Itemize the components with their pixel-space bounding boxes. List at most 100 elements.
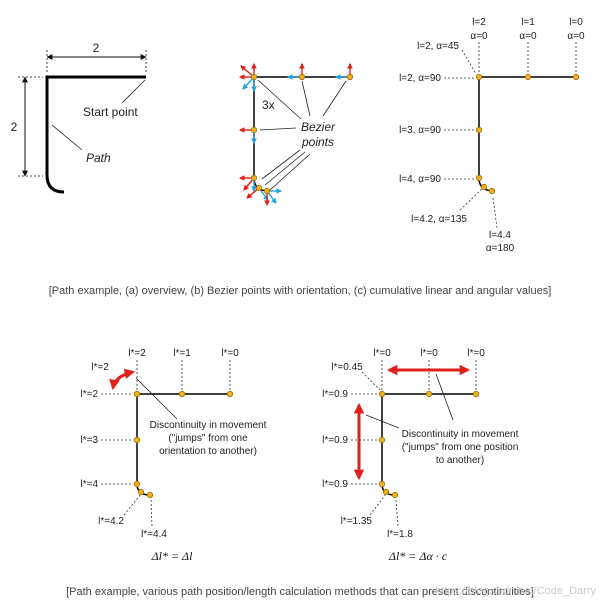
lin-bottom-1: l*=4.2 (98, 516, 124, 527)
multiplier-label: 3x (262, 98, 275, 112)
ang-note-1: Discontinuity in movement (402, 429, 519, 440)
bezier-point-1 (346, 73, 354, 81)
linear-point-3 (133, 390, 141, 398)
cum-row-5: l=4.2, α=135 (411, 214, 467, 225)
cum-row-2: l=2, α=90 (399, 73, 441, 84)
cumulative-point-1 (572, 73, 580, 81)
lin-note-2: ("jumps" from one (168, 433, 248, 444)
linear-note-leader (135, 377, 178, 420)
angular-point-2 (425, 390, 433, 398)
cumulative-point-4 (475, 126, 483, 134)
ang-note-3: to another) (436, 455, 484, 466)
angular-point-3 (378, 390, 386, 398)
lin-top-1: l*=2 (128, 348, 146, 359)
bezier-point-7 (263, 187, 271, 195)
bezier-label-line2: points (301, 135, 334, 149)
linear-point-1 (226, 390, 234, 398)
linear-path (136, 393, 230, 496)
angular-leaders (351, 360, 477, 527)
bezier-point-2 (298, 73, 306, 81)
lin-bottom-2: l*=4.4 (141, 529, 167, 540)
angular-point-6 (382, 488, 390, 496)
cum-row-1: l=2, α=45 (417, 41, 459, 52)
ang-formula: Δl* = Δα · c (388, 549, 448, 563)
angular-point-5 (378, 480, 386, 488)
angular-point-1 (472, 390, 480, 398)
ang-top-3: l*=0 (467, 348, 485, 359)
ang-bottom-1: l*=1.35 (341, 516, 373, 527)
path-leader (51, 124, 83, 151)
ang-top-2: l*=0 (420, 348, 438, 359)
bezier-point-4 (250, 126, 258, 134)
cumulative-point-5 (475, 174, 483, 182)
cumulative-point-3 (475, 73, 483, 81)
lin-left-3: l*=3 (80, 435, 98, 446)
ang-left-3: l*=0.9 (322, 435, 348, 446)
linear-point-6 (137, 488, 145, 496)
start-point-leader (121, 79, 146, 104)
cum-row-6a: l=4.4 (489, 230, 511, 241)
angular-note-leader-1 (435, 373, 454, 421)
dim-label-top: 2 (93, 41, 100, 55)
bezier-point-5 (250, 174, 258, 182)
lin-note-3: orientation to another) (159, 446, 257, 457)
bezier-panel: 3x Bezier points (238, 62, 354, 207)
ang-bottom-2: l*=1.8 (387, 529, 413, 540)
angular-note-leader-2 (365, 414, 400, 429)
cumulative-points-group (475, 73, 580, 195)
linear-point-2 (178, 390, 186, 398)
cum-col-a1: α=0 (519, 31, 537, 42)
cum-row-4: l=4, α=90 (399, 174, 441, 185)
bezier-point-6 (255, 184, 263, 192)
lin-note-1: Discontinuity in movement (150, 420, 267, 431)
cum-row-3: l=3, α=90 (399, 125, 441, 136)
cum-row-6b: α=180 (486, 243, 515, 254)
angular-point-4 (378, 436, 386, 444)
linear-point-4 (133, 436, 141, 444)
ang-left-2: l*=0.9 (322, 389, 348, 400)
cum-col-a0: α=0 (567, 31, 585, 42)
bezier-leaders (257, 79, 347, 191)
caption-top: [Path example, (a) overview, (b) Bezier … (49, 285, 552, 297)
caption-bottom: [Path example, various path position/len… (66, 586, 534, 598)
cum-col-l1: l=1 (521, 17, 535, 28)
lin-left-1: l*=2 (91, 362, 109, 373)
bezier-label-line1: Bezier (301, 120, 336, 134)
angular-points-group (378, 390, 480, 499)
cumulative-leaders (444, 42, 577, 229)
bezier-point-3 (250, 73, 258, 81)
cum-col-a2: α=0 (470, 31, 488, 42)
cumulative-point-7 (488, 187, 496, 195)
linear-panel: l*=2 l*=1 l*=0 l*=2 l*=2 l*=3 l*=4 l*=4.… (80, 348, 266, 563)
linear-jump-arrow (109, 368, 136, 391)
linear-points-group (133, 390, 234, 499)
overview-path (45, 75, 146, 194)
path-label: Path (86, 151, 111, 165)
start-point-label: Start point (83, 105, 138, 119)
overview-panel: 2 2 Start point Path (11, 41, 147, 194)
ang-top-1: l*=0 (373, 348, 391, 359)
ang-note-2: ("jumps" from one position (402, 442, 519, 453)
cumulative-path (478, 76, 576, 192)
angular-point-7 (391, 491, 399, 499)
lin-top-2: l*=1 (173, 348, 191, 359)
lin-formula: Δl* = Δl (151, 549, 194, 563)
cumulative-panel: l=2 α=0 l=1 α=0 l=0 α=0 l=2, α=45 l=2, α… (399, 17, 585, 254)
cum-col-l2: l=2 (472, 17, 486, 28)
cumulative-point-6 (480, 183, 488, 191)
ang-left-4: l*=0.9 (322, 479, 348, 490)
lin-left-2: l*=2 (80, 389, 98, 400)
linear-point-7 (146, 491, 154, 499)
watermark: https://blog.csdn.net/Code_Darry (435, 585, 596, 597)
ang-left-1: l*=0.45 (331, 362, 363, 373)
lin-top-3: l*=0 (221, 348, 239, 359)
lin-left-4: l*=4 (80, 479, 98, 490)
linear-leaders (101, 360, 231, 527)
cum-col-l0: l=0 (569, 17, 583, 28)
dim-label-left: 2 (11, 120, 18, 134)
linear-point-5 (133, 480, 141, 488)
cumulative-point-2 (524, 73, 532, 81)
bezier-points-group (250, 73, 354, 195)
angular-panel: l*=0 l*=0 l*=0 l*=0.45 l*=0.9 l*=0.9 l*=… (322, 348, 518, 563)
